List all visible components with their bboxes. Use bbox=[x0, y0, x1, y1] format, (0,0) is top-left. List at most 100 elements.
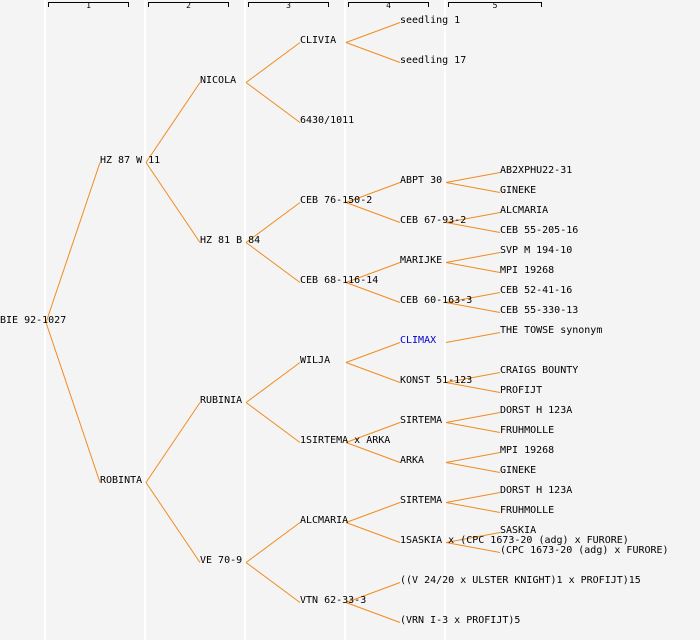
pedigree-node: VE 70-9 bbox=[200, 555, 243, 566]
connector-line bbox=[345, 502, 401, 523]
pedigree-node: seedling 1 bbox=[400, 15, 461, 26]
pedigree-node-link[interactable]: CLIMAX bbox=[400, 335, 437, 346]
pedigree-node: PROFIJT bbox=[500, 385, 543, 396]
connector-line bbox=[45, 162, 101, 323]
connector-line bbox=[445, 172, 501, 183]
pedigree-node: ALCMARIA bbox=[500, 205, 549, 216]
pedigree-node: MPI 19268 bbox=[500, 265, 555, 276]
connector-line bbox=[245, 402, 301, 443]
pedigree-node: MPI 19268 bbox=[500, 445, 555, 456]
generation-header-bracket bbox=[248, 2, 329, 7]
pedigree-node: ABPT 30 bbox=[400, 175, 443, 186]
connector-line bbox=[445, 302, 501, 313]
connector-line bbox=[445, 532, 501, 543]
generation-header-5: 5 bbox=[492, 1, 498, 10]
connector-line bbox=[445, 422, 501, 433]
connector-line bbox=[445, 212, 501, 223]
pedigree-node: 1SIRTEMA x ARKA bbox=[300, 435, 391, 446]
connector-line bbox=[345, 262, 401, 283]
pedigree-node: SVP M 194-10 bbox=[500, 245, 573, 256]
connector-line bbox=[245, 202, 301, 243]
column-separator bbox=[44, 0, 46, 640]
connector-line bbox=[445, 382, 501, 393]
pedigree-node: THE TOWSE synonym bbox=[500, 325, 603, 336]
connector-line bbox=[345, 602, 401, 623]
connector-line bbox=[245, 82, 301, 123]
pedigree-node: CEB 55-205-16 bbox=[500, 225, 579, 236]
connector-line bbox=[345, 202, 401, 223]
connector-line bbox=[145, 482, 201, 563]
connector-line bbox=[445, 182, 501, 193]
connector-line bbox=[345, 282, 401, 303]
connector-line bbox=[345, 182, 401, 203]
pedigree-node: CLIVIA bbox=[300, 35, 337, 46]
pedigree-node: ARKA bbox=[400, 455, 425, 466]
connector-line bbox=[445, 292, 501, 303]
pedigree-node: DORST H 123A bbox=[500, 405, 573, 416]
pedigree-node: 1SASKIA x (CPC 1673-20 (adg) x FURORE) bbox=[400, 535, 629, 546]
pedigree-node: FRUHMOLLE bbox=[500, 425, 555, 436]
pedigree-node: ((V 24/20 x ULSTER KNIGHT)1 x PROFIJT)15 bbox=[400, 575, 641, 586]
column-separator bbox=[444, 0, 446, 640]
pedigree-node: HZ 81 B 84 bbox=[200, 235, 261, 246]
pedigree-node: SIRTEMA bbox=[400, 495, 443, 506]
pedigree-node: CEB 55-330-13 bbox=[500, 305, 579, 316]
generation-header-bracket bbox=[148, 2, 229, 7]
connector-line bbox=[445, 412, 501, 423]
connector-line bbox=[345, 42, 401, 63]
generation-header-bracket bbox=[448, 2, 542, 7]
connector-line bbox=[445, 372, 501, 383]
pedigree-node: MARIJKE bbox=[400, 255, 443, 266]
connector-line bbox=[445, 332, 501, 343]
pedigree-node: CEB 52-41-16 bbox=[500, 285, 573, 296]
pedigree-node: AB2XPHU22-31 bbox=[500, 165, 573, 176]
generation-header-1: 1 bbox=[86, 1, 91, 10]
pedigree-node: NICOLA bbox=[200, 75, 237, 86]
generation-header-bracket bbox=[348, 2, 429, 7]
connector-line bbox=[345, 422, 401, 443]
connector-line bbox=[445, 462, 501, 473]
connector-line bbox=[245, 242, 301, 283]
connector-line bbox=[445, 452, 501, 463]
pedigree-node: WILJA bbox=[300, 355, 331, 366]
connector-line bbox=[445, 542, 501, 553]
pedigree-node: VTN 62-33-3 bbox=[300, 595, 367, 606]
column-separator bbox=[144, 0, 146, 640]
connector-line bbox=[445, 262, 501, 273]
column-separator bbox=[244, 0, 246, 640]
pedigree-node: CEB 60-163-3 bbox=[400, 295, 473, 306]
connector-line bbox=[445, 492, 501, 503]
pedigree-node: HZ 87 W 11 bbox=[100, 155, 161, 166]
pedigree-node: CEB 76-150-2 bbox=[300, 195, 373, 206]
connector-line bbox=[245, 362, 301, 403]
pedigree-node: (VRN I-3 x PROFIJT)5 bbox=[400, 615, 521, 626]
pedigree-node: GINEKE bbox=[500, 465, 537, 476]
connector-line bbox=[445, 222, 501, 233]
connector-line bbox=[345, 522, 401, 543]
pedigree-node: ROBINTA bbox=[100, 475, 143, 486]
generation-header-4: 4 bbox=[386, 1, 391, 10]
pedigree-node: 6430/1011 bbox=[300, 115, 355, 126]
pedigree-node: SASKIA bbox=[500, 525, 537, 536]
connector-line bbox=[345, 582, 401, 603]
pedigree-node: CRAIGS BOUNTY bbox=[500, 365, 579, 376]
generation-header-2: 2 bbox=[186, 1, 191, 10]
pedigree-node: BIE 92-1027 bbox=[0, 315, 67, 326]
generation-header-3: 3 bbox=[286, 1, 291, 10]
pedigree-node: SIRTEMA bbox=[400, 415, 443, 426]
connector-line bbox=[245, 522, 301, 563]
connector-line bbox=[245, 562, 301, 603]
pedigree-node: FRUHMOLLE bbox=[500, 505, 555, 516]
connector-line bbox=[445, 502, 501, 513]
pedigree-node: (CPC 1673-20 (adg) x FURORE) bbox=[500, 545, 669, 556]
connector-line bbox=[145, 402, 201, 483]
pedigree-node: GINEKE bbox=[500, 185, 537, 196]
pedigree-node: ALCMARIA bbox=[300, 515, 349, 526]
pedigree-node: CEB 67-93-2 bbox=[400, 215, 467, 226]
connector-line bbox=[245, 42, 301, 83]
connector-line bbox=[345, 442, 401, 463]
connector-line bbox=[45, 322, 101, 483]
connector-line bbox=[445, 252, 501, 263]
